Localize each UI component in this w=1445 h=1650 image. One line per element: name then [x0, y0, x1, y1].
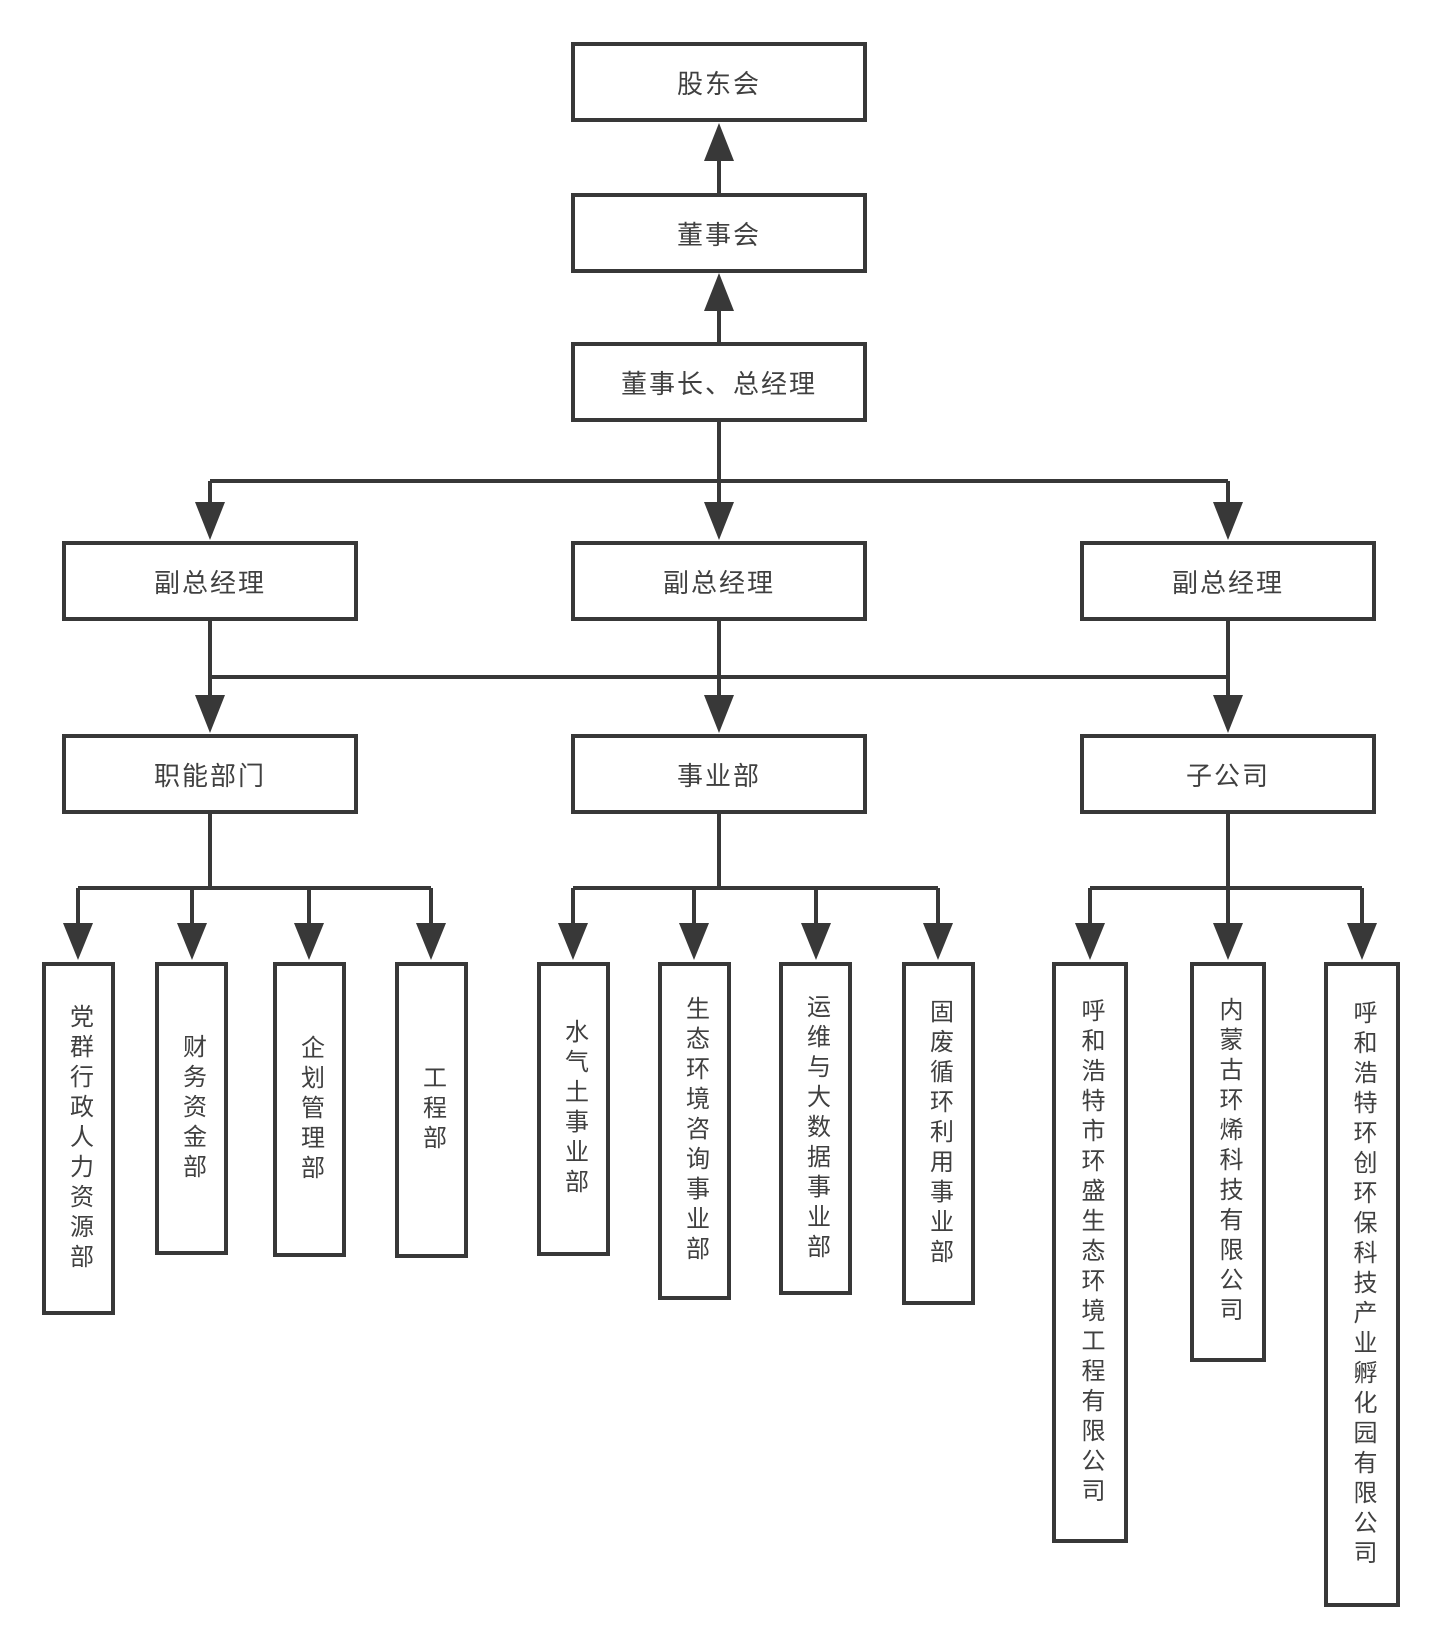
tree-subsidiaries — [1075, 814, 1377, 960]
arrow-board-to-shareholders — [704, 123, 734, 193]
node-deputy-gm-middle: 副总经理 — [571, 541, 867, 621]
node-sub-huansheng-eco-engineering: 呼和浩特市环盛生态环境工程有限公司 — [1052, 962, 1128, 1543]
node-business-divisions: 事业部 — [571, 734, 867, 814]
node-shareholders-meeting: 股东会 — [571, 42, 867, 122]
tree-chairman-to-deputies — [195, 422, 1243, 540]
node-deputy-gm-left: 副总经理 — [62, 541, 358, 621]
node-div-operations-bigdata: 运维与大数据事业部 — [779, 962, 852, 1295]
tree-business-divisions — [558, 814, 953, 960]
node-div-solid-waste-recycling: 固废循环利用事业部 — [902, 962, 975, 1305]
arrow-chairman-to-board — [704, 273, 734, 342]
node-div-eco-environment-consulting: 生态环境咨询事业部 — [658, 962, 731, 1300]
node-dept-finance-funds: 财务资金部 — [155, 962, 228, 1255]
node-div-water-air-soil: 水气土事业部 — [537, 962, 610, 1256]
node-dept-planning-management: 企划管理部 — [273, 962, 346, 1257]
node-sub-huanchuang-incubation-park: 呼和浩特环创环保科技产业孵化园有限公司 — [1324, 962, 1400, 1607]
node-chairman-general-manager: 董事长、总经理 — [571, 342, 867, 422]
node-subsidiaries: 子公司 — [1080, 734, 1376, 814]
node-functional-departments: 职能部门 — [62, 734, 358, 814]
tree-functional-departments — [63, 814, 446, 960]
node-deputy-gm-right: 副总经理 — [1080, 541, 1376, 621]
tree-deputies-to-groups — [195, 621, 1243, 733]
node-board-of-directors: 董事会 — [571, 193, 867, 273]
node-dept-party-admin-hr: 党群行政人力资源部 — [42, 962, 115, 1315]
node-dept-engineering: 工程部 — [395, 962, 468, 1258]
node-sub-huanxi-technology: 内蒙古环烯科技有限公司 — [1190, 962, 1266, 1362]
